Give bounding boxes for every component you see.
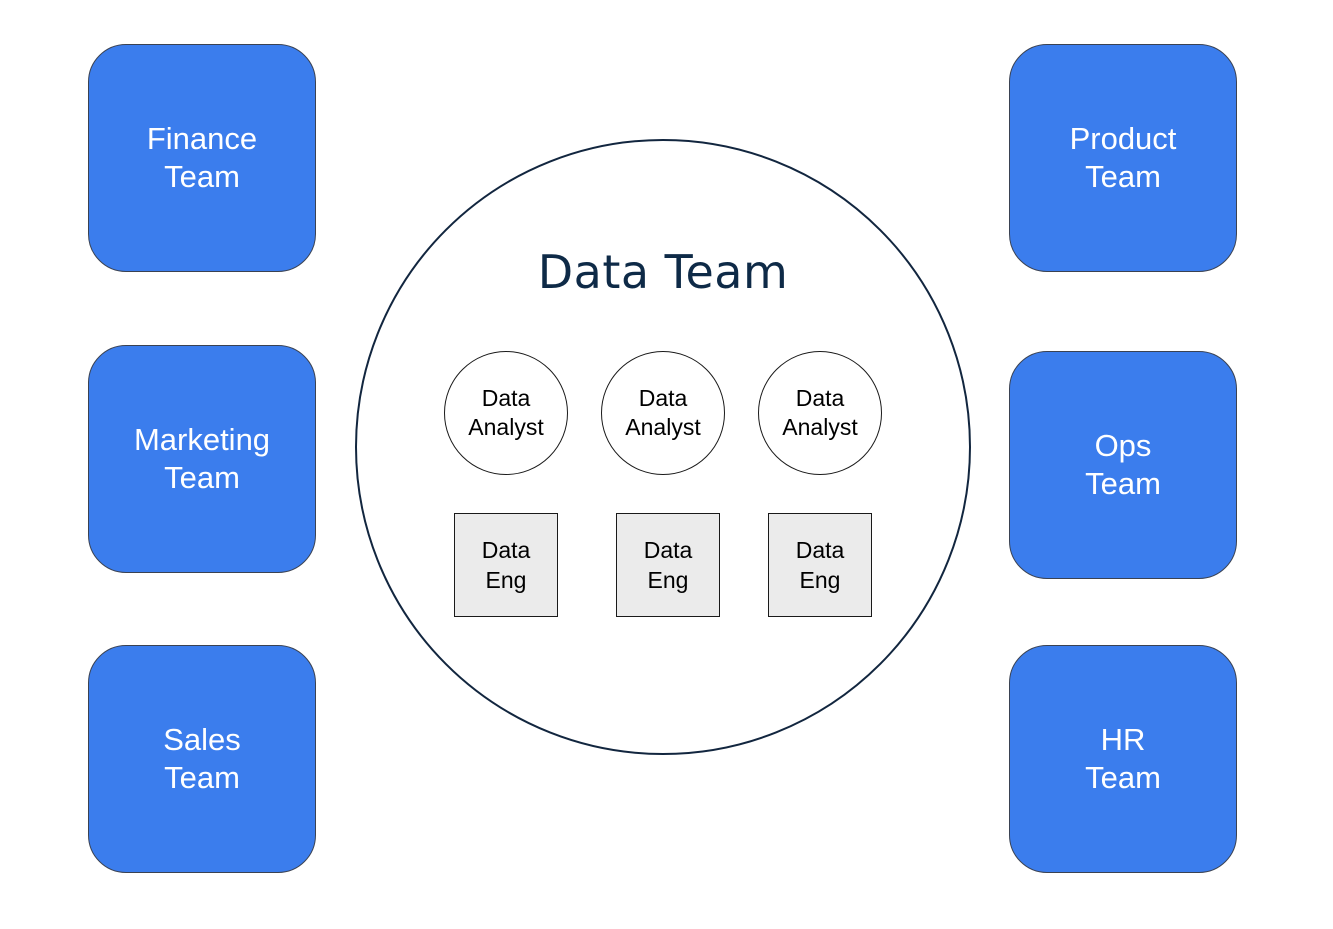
data-eng-node[interactable]: Data Eng [454,513,558,617]
team-label-line1: Finance [146,121,258,156]
ops-team-box[interactable]: Ops Team [1009,351,1237,579]
team-label-line2: Team [1085,466,1161,501]
hr-team-box[interactable]: HR Team [1009,645,1237,873]
data-eng-node[interactable]: Data Eng [616,513,720,617]
product-team-box[interactable]: Product Team [1009,44,1237,272]
node-label-line2: Eng [647,567,689,593]
data-analyst-node[interactable]: Data Analyst [758,351,882,475]
node-label-line1: Data [795,385,845,411]
node-label-line1: Data [795,537,845,563]
team-label-line1: Marketing [133,422,271,457]
node-label-line2: Analyst [782,414,858,440]
team-label-line2: Team [1085,159,1161,194]
node-label-line2: Eng [485,567,527,593]
finance-team-box[interactable]: Finance Team [88,44,316,272]
team-label-line1: Ops [1094,428,1152,463]
node-label-line2: Analyst [625,414,701,440]
team-label-line2: Team [1085,760,1161,795]
data-eng-node[interactable]: Data Eng [768,513,872,617]
data-analyst-node[interactable]: Data Analyst [601,351,725,475]
team-label-line2: Team [164,760,240,795]
node-label-line1: Data [638,385,688,411]
team-label-line2: Team [164,159,240,194]
team-label-line1: Product [1069,121,1177,156]
node-label-line1: Data [481,537,531,563]
sales-team-box[interactable]: Sales Team [88,645,316,873]
data-team-title: Data Team [537,245,789,299]
team-label-line1: Sales [163,722,241,757]
node-label-line2: Analyst [468,414,544,440]
node-label-line2: Eng [799,567,841,593]
marketing-team-box[interactable]: Marketing Team [88,345,316,573]
team-label-line2: Team [164,460,240,495]
team-label-line1: HR [1100,722,1146,757]
node-label-line1: Data [643,537,693,563]
node-label-line1: Data [481,385,531,411]
data-analyst-node[interactable]: Data Analyst [444,351,568,475]
